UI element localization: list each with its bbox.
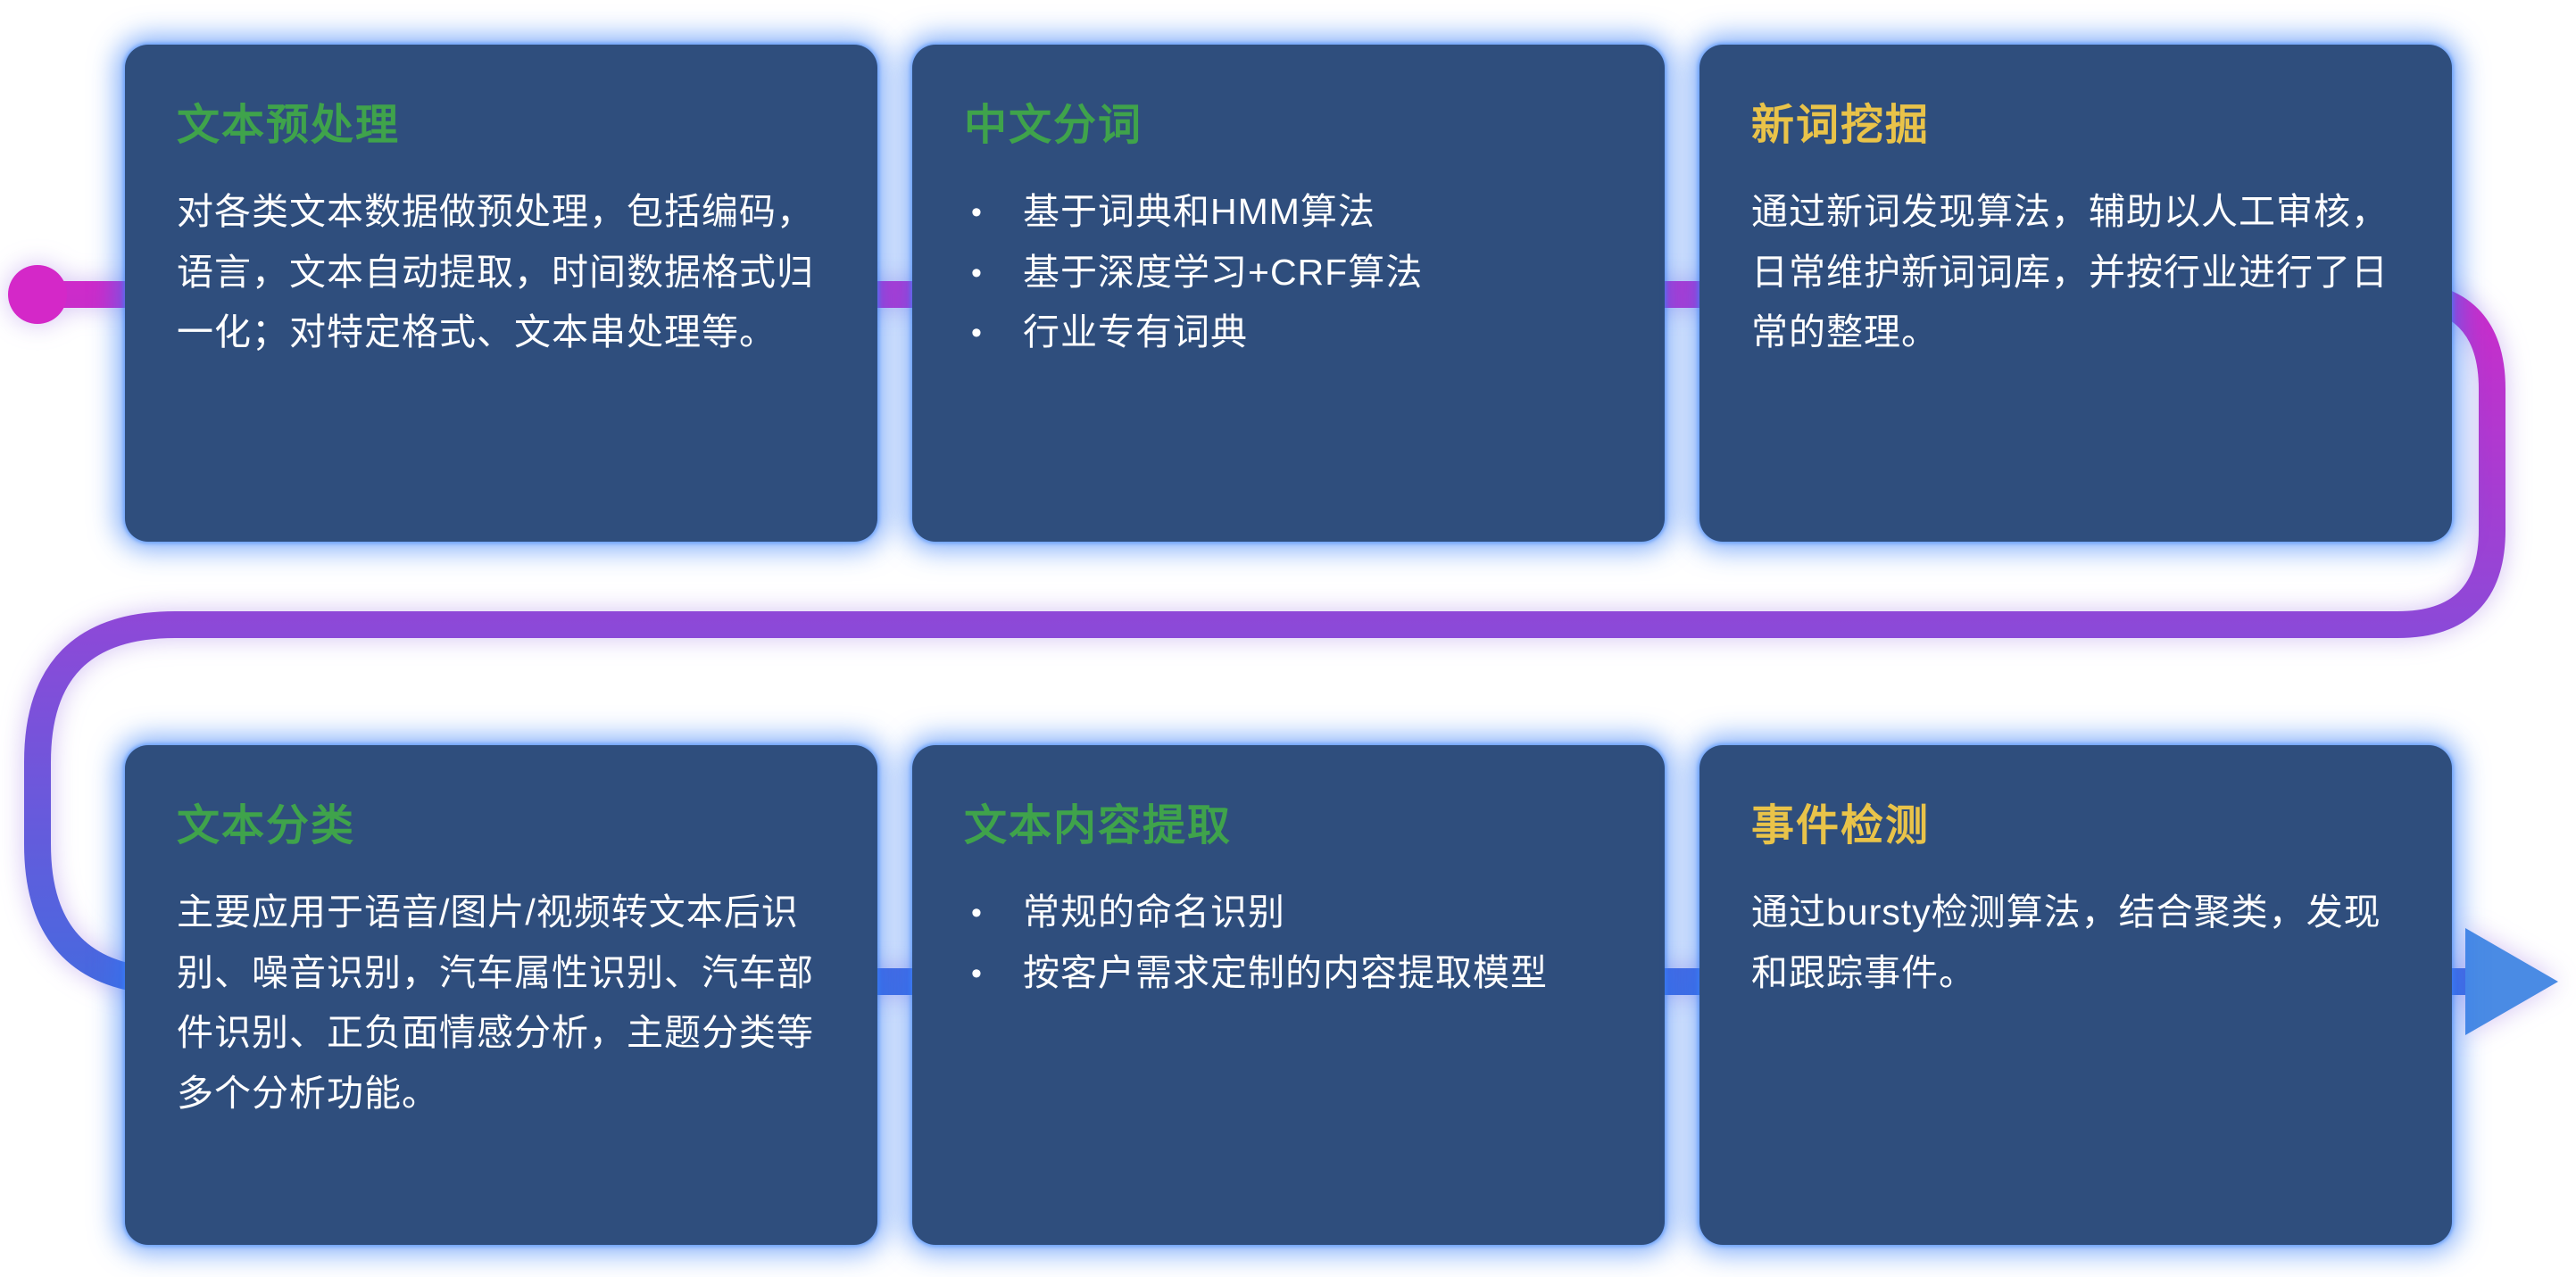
card-body-text: 对各类文本数据做预处理，包括编码，语言，文本自动提取，时间数据格式归一化；对特定…: [177, 191, 814, 353]
card-body-text: 主要应用于语音/图片/视频转文本后识别、噪音识别，汽车属性识别、汽车部件识别、正…: [177, 891, 814, 1114]
card-title: 事件检测: [1751, 802, 1931, 850]
bullet-item: 按客户需求定制的内容提取模型: [964, 943, 1613, 1004]
card-new-word-mining: 新词挖掘 通过新词发现算法，辅助以人工审核，日常维护新词词库，并按行业进行了日常…: [1699, 45, 2452, 542]
card-title: 文本内容提取: [964, 802, 1233, 850]
card-text-preprocessing: 文本预处理 对各类文本数据做预处理，包括编码，语言，文本自动提取，时间数据格式归…: [125, 45, 877, 542]
card-title: 中文分词: [964, 102, 1143, 149]
bullet-item: 基于深度学习+CRF算法: [964, 243, 1613, 303]
card-title: 新词挖掘: [1751, 102, 1931, 149]
card-title: 文本预处理: [177, 102, 401, 149]
bullet-item: 常规的命名识别: [964, 883, 1613, 943]
card-bullet-list: 基于词典和HMM算法基于深度学习+CRF算法行业专有词典: [964, 182, 1613, 363]
flow-path: [24, 281, 2505, 995]
card-bullet-list: 常规的命名识别按客户需求定制的内容提取模型: [964, 883, 1613, 1003]
card-body-text: 通过bursty检测算法，结合聚类，发现和跟踪事件。: [1751, 891, 2381, 993]
card-chinese-word-segmentation: 中文分词 基于词典和HMM算法基于深度学习+CRF算法行业专有词典: [912, 45, 1665, 542]
card-body-text: 通过新词发现算法，辅助以人工审核，日常维护新词词库，并按行业进行了日常的整理。: [1751, 191, 2389, 353]
card-title: 文本分类: [177, 802, 356, 850]
flow-arrow-icon: [2465, 928, 2558, 1035]
bullet-item: 基于词典和HMM算法: [964, 182, 1613, 243]
card-event-detection: 事件检测 通过bursty检测算法，结合聚类，发现和跟踪事件。: [1699, 745, 2452, 1245]
bullet-item: 行业专有词典: [964, 303, 1613, 363]
flow-start-dot: [8, 265, 67, 324]
card-text-classification: 文本分类 主要应用于语音/图片/视频转文本后识别、噪音识别，汽车属性识别、汽车部…: [125, 745, 877, 1245]
card-text-content-extraction: 文本内容提取 常规的命名识别按客户需求定制的内容提取模型: [912, 745, 1665, 1245]
